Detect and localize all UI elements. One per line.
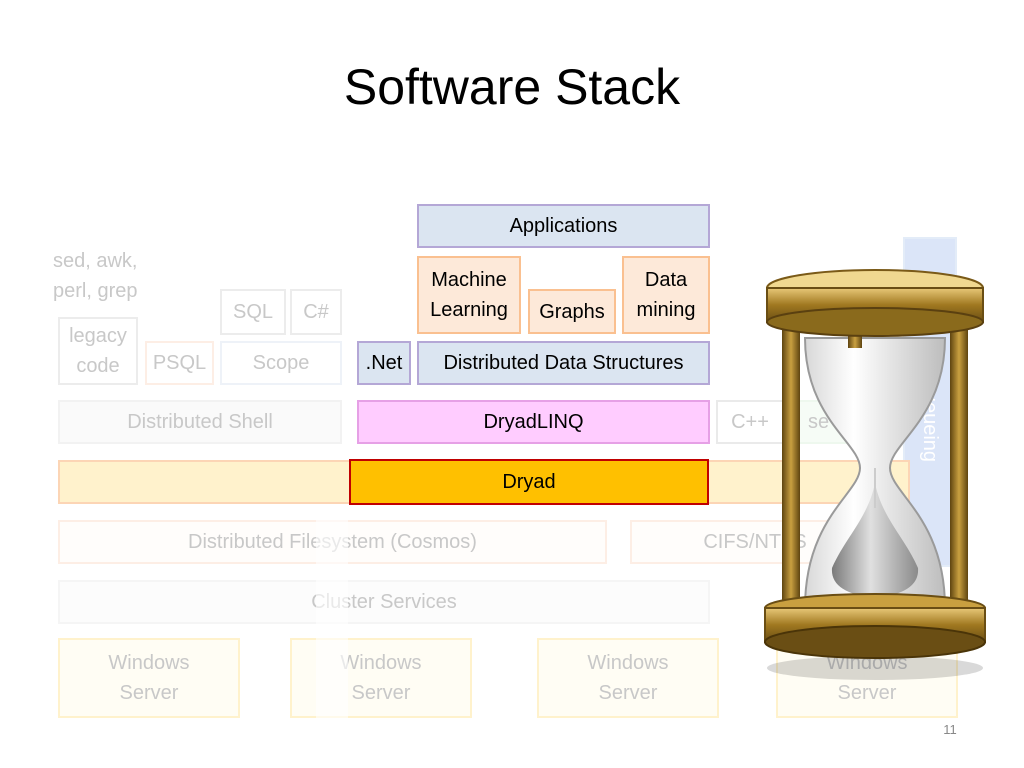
- overlay-strip: [316, 510, 348, 720]
- csharp-box: C#: [290, 289, 342, 335]
- dryad-box: Dryad: [349, 459, 709, 505]
- windows-server-box: Windows Server: [58, 638, 240, 718]
- unix-tools-label: sed, awk, perl, grep: [53, 250, 138, 302]
- applications-box: Applications: [417, 204, 710, 248]
- psql-box: PSQL: [145, 341, 214, 385]
- dryadlinq-box: DryadLINQ: [357, 400, 710, 444]
- cluster-services-box: Cluster Services: [58, 580, 710, 624]
- data-mining-box: Data mining: [622, 256, 710, 334]
- slide-number: 11: [943, 722, 957, 737]
- graphs-box: Graphs: [528, 289, 616, 334]
- machine-learning-box: Machine Learning: [417, 256, 521, 334]
- distributed-shell-box: Distributed Shell: [58, 400, 342, 444]
- dotnet-box: .Net: [357, 341, 411, 385]
- hourglass-icon: [764, 269, 986, 680]
- distributed-data-structures-box: Distributed Data Structures: [417, 341, 710, 385]
- windows-server-box: Windows Server: [537, 638, 719, 718]
- slide-title: Software Stack: [343, 59, 681, 115]
- sql-box: SQL: [220, 289, 286, 335]
- scope-box: Scope: [220, 341, 342, 385]
- legacy-code-box: legacy code: [58, 317, 138, 385]
